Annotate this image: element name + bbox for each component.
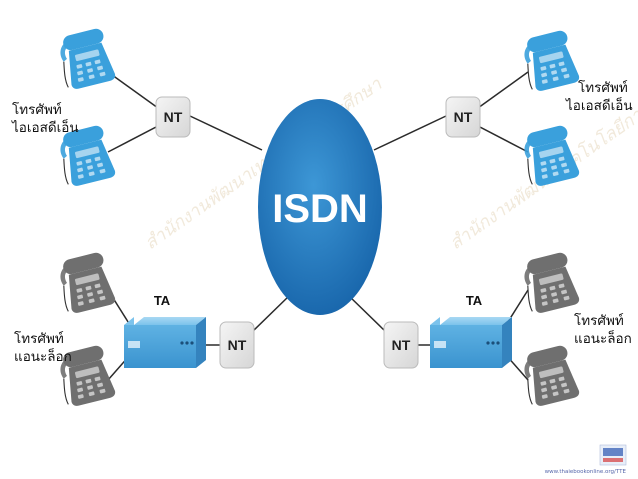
label-digital-left: โทรศัพท์ ไอเอสดีเอ็น xyxy=(11,101,79,136)
svg-text:แอนะล็อก: แอนะล็อก xyxy=(574,329,632,347)
nt-box-top-left: NT xyxy=(155,96,191,138)
svg-text:ไอเอสดีเอ็น: ไอเอสดีเอ็น xyxy=(565,96,633,114)
svg-text:NT: NT xyxy=(228,337,247,353)
digital-phone-top-left-1 xyxy=(54,26,117,92)
svg-text:NT: NT xyxy=(454,109,473,125)
footer-site: www.thaiebookonline.org/TTE xyxy=(545,469,627,475)
nt-box-bottom-right: NT xyxy=(383,321,419,369)
nt-box-bottom-left: NT xyxy=(219,321,255,369)
line-nt-cloud-bl xyxy=(251,294,291,333)
ta-label-left: TA xyxy=(154,293,171,308)
svg-text:NT: NT xyxy=(392,337,411,353)
line-phone-tr-nt xyxy=(477,71,529,109)
ta-box-right: TA xyxy=(430,293,512,368)
label-analog-right: โทรศัพท์ แอนะล็อก xyxy=(574,312,632,347)
line-nt-cloud-tr xyxy=(373,115,447,151)
label-digital-right: โทรศัพท์ ไอเอสดีเอ็น xyxy=(565,79,633,114)
svg-text:ไอเอสดีเอ็น: ไอเอสดีเอ็น xyxy=(11,118,79,136)
digital-phone-top-right-1 xyxy=(518,28,581,94)
svg-text:โทรศัพท์: โทรศัพท์ xyxy=(12,101,62,118)
analog-phone-bottom-right-2 xyxy=(518,343,581,409)
line-phone-ml-nt xyxy=(107,125,159,153)
svg-text:NT: NT xyxy=(164,109,183,125)
ta-box-left: TA xyxy=(124,293,206,368)
line-nt-cloud-br xyxy=(347,294,387,333)
isdn-label: ISDN xyxy=(272,187,368,231)
svg-text:แอนะล็อก: แอนะล็อก xyxy=(14,347,72,365)
footer-logo: www.thaiebookonline.org/TTE xyxy=(545,444,627,475)
label-analog-left: โทรศัพท์ แอนะล็อก xyxy=(14,330,72,365)
analog-phone-bottom-right-1 xyxy=(518,250,581,316)
isdn-cloud: ISDN xyxy=(258,99,382,315)
svg-text:โทรศัพท์: โทรศัพท์ xyxy=(574,312,624,329)
analog-phone-bottom-left-1 xyxy=(54,250,117,316)
ta-label-right: TA xyxy=(466,293,483,308)
line-phone-tl-nt xyxy=(107,71,159,109)
line-phone-mr-nt xyxy=(477,125,529,153)
svg-text:โทรศัพท์: โทรศัพท์ xyxy=(14,330,64,347)
line-nt-cloud-tl xyxy=(189,115,263,151)
svg-text:โทรศัพท์: โทรศัพท์ xyxy=(578,79,628,96)
nt-box-top-right: NT xyxy=(445,96,481,138)
